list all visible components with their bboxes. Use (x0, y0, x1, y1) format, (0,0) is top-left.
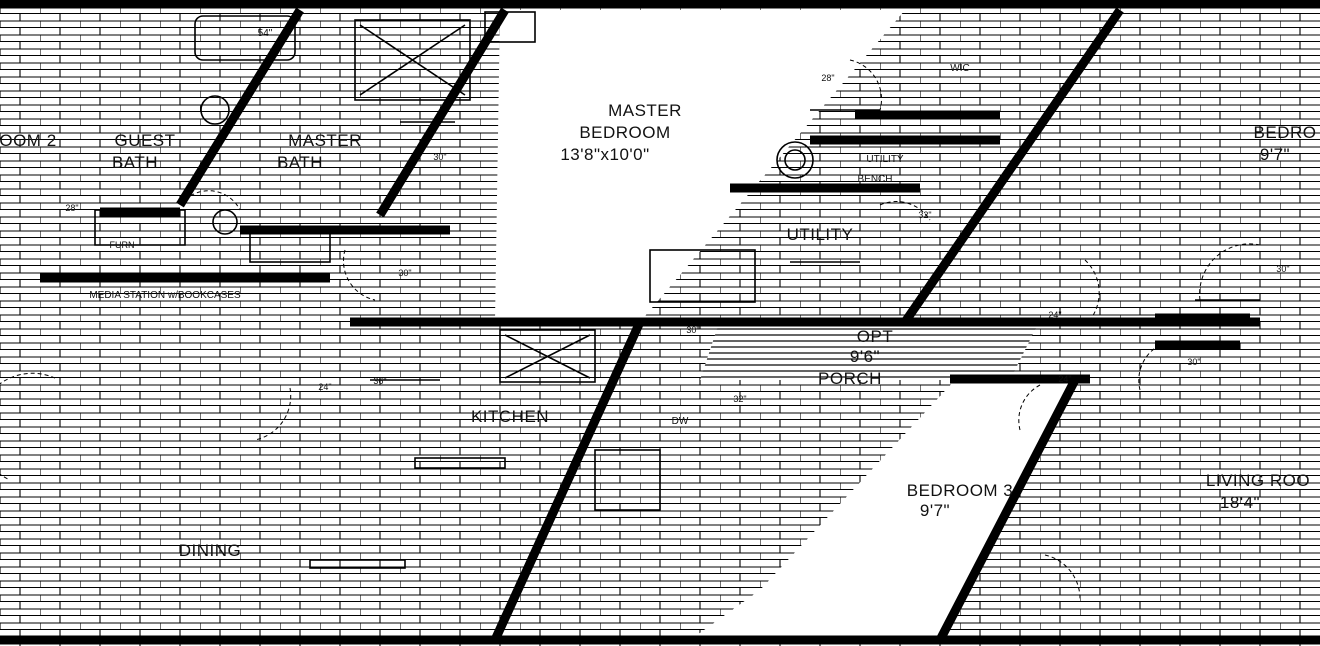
door-width-9: 30" (1276, 264, 1289, 274)
water-heater-inner (784, 149, 806, 171)
label-furn: FURN (110, 240, 135, 250)
door-width-3: 28" (65, 203, 78, 213)
label-opt-porch-2: PORCH (818, 369, 882, 388)
toilet-master (200, 95, 230, 125)
wall-right-divider (901, 7, 1124, 325)
label-wic: WIC (950, 63, 969, 74)
label-opt-porch-1: OPT (857, 327, 893, 346)
dining-bar (309, 559, 406, 569)
label-guest-bath-2: BATH (112, 153, 158, 172)
label-bedroom-right-size: 9'7" (1260, 145, 1290, 164)
wall-master-bath-right (376, 7, 509, 218)
label-master-bedroom-size: 13'8"x10'0" (560, 145, 649, 164)
door-width-2: 28" (821, 73, 834, 83)
wall-kitchen-island (490, 320, 645, 642)
door-swing-closet (849, 59, 883, 111)
porch-band (700, 320, 1040, 380)
white-wedge-lower (690, 380, 1075, 640)
door-width-11: 36" (373, 376, 386, 386)
sink-mark-b (504, 334, 591, 379)
shower (354, 19, 471, 101)
door-swing-bath (342, 249, 376, 301)
door-width-12: 32" (733, 394, 746, 404)
door-width-7: 24" (1058, 374, 1071, 384)
door-width-10: 24" (318, 382, 331, 392)
label-master-bath-2: BATH (277, 153, 323, 172)
door-swing-porch (1084, 259, 1100, 321)
range (594, 449, 661, 511)
kitchen-island (414, 457, 506, 469)
white-wedge-upper (495, 10, 905, 322)
door-width-5: 30" (686, 325, 699, 335)
kitchen-sink (499, 329, 596, 383)
door-swing-wh (184, 190, 241, 211)
toilet-guest (212, 209, 238, 235)
label-opt-porch-size: 9'6" (850, 347, 880, 366)
wall-master-bath-left (176, 7, 304, 208)
water-heater (776, 141, 814, 179)
label-bedroom3-size: 9'7" (920, 501, 950, 520)
label-dw: DW (672, 416, 689, 427)
label-utility: UTILITY (787, 225, 854, 244)
label-kitchen: KITCHEN (471, 407, 549, 426)
tub-size-label: 54" (258, 28, 273, 39)
label-master-bedroom-2: BEDROOM (579, 123, 670, 142)
label-bedroom3: BEDROOM 3 (907, 481, 1014, 500)
shower-mark-b (359, 24, 466, 96)
door-width-4: 30" (398, 268, 411, 278)
washer-dryer (649, 249, 756, 303)
label-living-room-size: 18'4" (1220, 493, 1260, 512)
label-bedroom2: OOM 2 (0, 131, 57, 150)
label-master-bedroom-1: MASTER (608, 101, 682, 120)
door-width-1: 30" (433, 152, 446, 162)
wall-bedroom3-divider (936, 377, 1079, 643)
door-swing-dining (254, 387, 292, 441)
label-media-station: MEDIA STATION w/BOOKCASES (89, 290, 241, 301)
door-width-8: 30" (1187, 357, 1200, 367)
vanity-guest (94, 209, 186, 246)
label-guest-bath-1: GUEST (114, 131, 175, 150)
label-master-bath-1: MASTER (288, 131, 362, 150)
bathtub (194, 15, 296, 61)
label-dining: DINING (179, 541, 242, 560)
window-top (484, 11, 536, 43)
door-swing-utility (879, 201, 931, 221)
label-living-room: LIVING ROO (1206, 471, 1310, 490)
door-width-13: 32" (918, 210, 931, 220)
label-utility-bench-2: BENCH (857, 174, 892, 185)
label-bedroom-right: BEDRO (1254, 123, 1317, 142)
door-swing-bedroom3 (1044, 554, 1081, 601)
vanity-master (249, 231, 331, 263)
label-utility-bench-1: UTILITY (866, 154, 904, 165)
door-width-6: 24" (1048, 310, 1061, 320)
